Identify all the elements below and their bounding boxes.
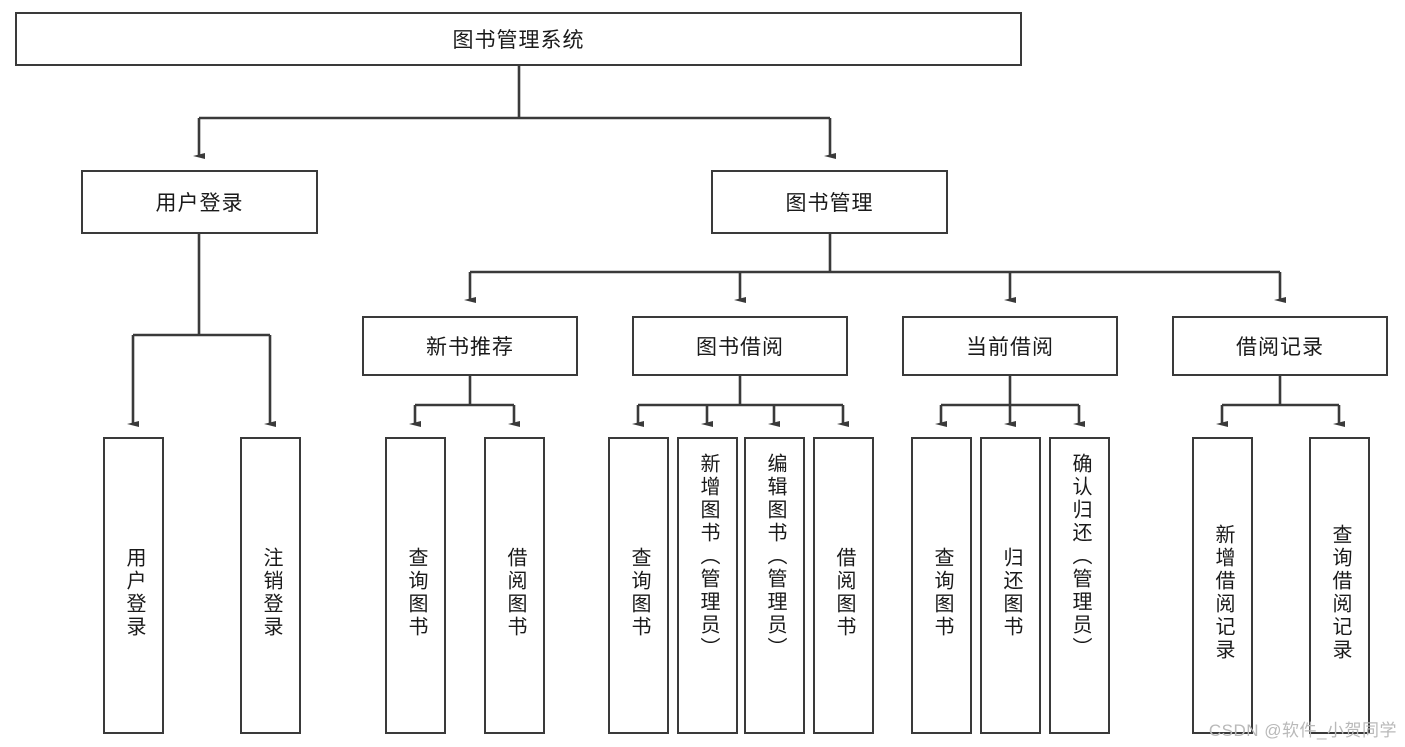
watermark-text: CSDN @软件_小贺同学 — [1208, 721, 1397, 740]
node-label: 查询借阅记录 — [1329, 523, 1351, 662]
node-label: 注销登录 — [260, 546, 282, 639]
node-label: 查询图书 — [931, 546, 953, 639]
node-label: 图书管理系统 — [452, 29, 585, 52]
leaf-user-login-logout[interactable]: 注销登录 — [240, 437, 301, 734]
node-label: 确认归还（管理员） — [1069, 453, 1091, 660]
leaf-book-borrow-borrow[interactable]: 借阅图书 — [813, 437, 874, 734]
node-label: 新增借阅记录 — [1212, 523, 1234, 662]
node-label: 图书借阅 — [696, 336, 784, 359]
node-label: 查询图书 — [405, 546, 427, 639]
leaf-borrow-record-query[interactable]: 查询借阅记录 — [1309, 437, 1370, 734]
node-label: 借阅图书 — [833, 546, 855, 639]
node-borrow-record[interactable]: 借阅记录 — [1172, 316, 1388, 376]
leaf-book-borrow-add-admin[interactable]: 新增图书（管理员） — [677, 437, 738, 734]
leaf-current-borrow-confirm-return-admin[interactable]: 确认归还（管理员） — [1049, 437, 1110, 734]
leaf-borrow-record-add[interactable]: 新增借阅记录 — [1192, 437, 1253, 734]
leaf-user-login-login[interactable]: 用户登录 — [103, 437, 164, 734]
node-label: 新书推荐 — [426, 336, 514, 359]
node-label: 用户登录 — [123, 546, 145, 639]
leaf-current-borrow-return[interactable]: 归还图书 — [980, 437, 1041, 734]
node-label: 借阅图书 — [504, 546, 526, 639]
node-user-login[interactable]: 用户登录 — [81, 170, 318, 234]
node-label: 新增图书（管理员） — [697, 453, 719, 660]
node-label: 借阅记录 — [1236, 336, 1324, 359]
node-book-management[interactable]: 图书管理 — [711, 170, 948, 234]
leaf-book-borrow-query[interactable]: 查询图书 — [608, 437, 669, 734]
node-book-borrow[interactable]: 图书借阅 — [632, 316, 848, 376]
node-label: 编辑图书（管理员） — [764, 453, 786, 660]
node-label: 用户登录 — [155, 192, 244, 215]
node-new-book-recommend[interactable]: 新书推荐 — [362, 316, 578, 376]
node-label: 查询图书 — [628, 546, 650, 639]
node-label: 归还图书 — [1000, 546, 1022, 639]
node-label: 当前借阅 — [966, 336, 1054, 359]
node-current-borrow[interactable]: 当前借阅 — [902, 316, 1118, 376]
leaf-new-book-borrow[interactable]: 借阅图书 — [484, 437, 545, 734]
leaf-current-borrow-query[interactable]: 查询图书 — [911, 437, 972, 734]
leaf-new-book-query[interactable]: 查询图书 — [385, 437, 446, 734]
node-label: 图书管理 — [785, 192, 874, 215]
leaf-book-borrow-edit-admin[interactable]: 编辑图书（管理员） — [744, 437, 805, 734]
node-root-book-management-system[interactable]: 图书管理系统 — [15, 12, 1022, 66]
